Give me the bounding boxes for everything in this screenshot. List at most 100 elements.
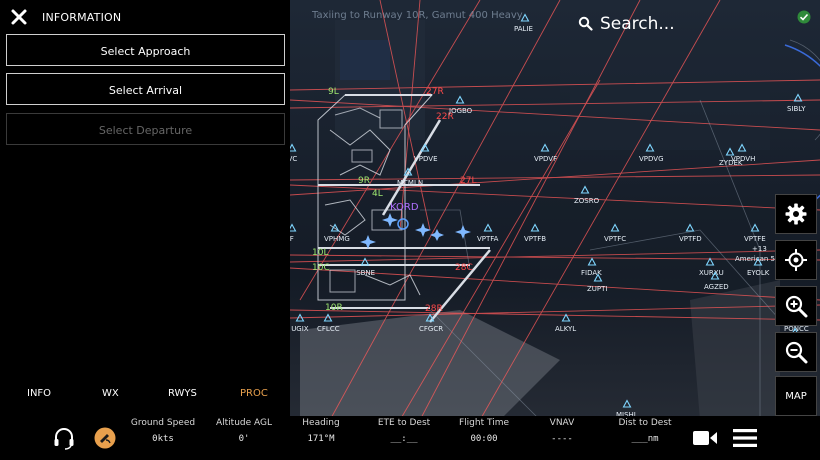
zoom-in-button[interactable]: [775, 286, 817, 326]
waypoint-icon[interactable]: [330, 223, 340, 232]
stat-value: 00:00: [470, 434, 498, 444]
menu-icon[interactable]: [733, 428, 757, 448]
waypoint-icon[interactable]: [750, 223, 760, 232]
waypoint-label: VPDVG: [639, 155, 664, 163]
stat-ete-to-dest: ETE to Dest __:__: [372, 418, 436, 444]
waypoint-icon[interactable]: [520, 13, 530, 22]
waypoint-icon[interactable]: [710, 271, 720, 280]
stat-dist-to-dest: Dist to Dest ___nm: [610, 418, 680, 444]
waypoint-icon[interactable]: [622, 399, 632, 408]
runway-label: 9R: [358, 176, 370, 186]
stat-vnav: VNAV----: [540, 418, 584, 444]
waypoint-label: PONCC: [784, 325, 809, 333]
select-arrival-button[interactable]: Select Arrival: [6, 73, 285, 105]
stat-value: 0': [238, 434, 250, 444]
runway-label: 27R: [426, 87, 444, 97]
crosshair-icon: [785, 249, 807, 271]
runway-label: 22R: [436, 112, 454, 122]
waypoint-label: VPTFE: [744, 235, 766, 243]
waypoint-icon[interactable]: [455, 95, 465, 104]
atc-icon[interactable]: [94, 427, 116, 449]
headset-icon[interactable]: [52, 426, 76, 450]
close-icon[interactable]: [10, 8, 28, 26]
waypoint-icon[interactable]: [610, 223, 620, 232]
waypoint-icon[interactable]: [737, 143, 747, 152]
aircraft-markers: [360, 213, 471, 249]
waypoint-label: ZOSRO: [574, 197, 600, 205]
tab-info[interactable]: INFO: [27, 388, 52, 399]
select-departure-button: Select Departure: [6, 113, 285, 145]
zoom-in-icon: [785, 295, 808, 318]
panel-tabs: INFO WX RWYS PROC: [0, 382, 290, 410]
waypoint-label: UGIX: [291, 325, 309, 333]
runway-label: 4L: [372, 189, 383, 199]
waypoint-icon[interactable]: [425, 313, 435, 322]
camera-icon[interactable]: [692, 428, 718, 448]
tab-proc[interactable]: PROC: [240, 388, 268, 399]
panel-header: INFORMATION: [0, 0, 290, 34]
waypoint-icon[interactable]: [561, 313, 571, 322]
waypoint-label: VC: [288, 155, 298, 163]
tab-wx[interactable]: WX: [102, 388, 119, 399]
aircraft-icon: [430, 229, 444, 241]
waypoint-label: CFLCC: [317, 325, 340, 333]
stat-value: ___nm: [631, 434, 659, 444]
waypoint-label: EYOLK: [747, 269, 770, 277]
runway-label: 27L: [460, 176, 476, 186]
waypoint-icon[interactable]: [403, 167, 413, 176]
tab-rwys[interactable]: RWYS: [168, 388, 197, 399]
search-input[interactable]: [598, 10, 767, 38]
waypoint-icon[interactable]: [295, 313, 305, 322]
stat-value: __:__: [390, 434, 418, 444]
waypoint-label: VPTFB: [524, 235, 546, 243]
recenter-button[interactable]: [775, 240, 817, 280]
waypoint-icon[interactable]: [483, 223, 493, 232]
waypoint-icon[interactable]: [593, 273, 603, 282]
waypoint-label: FIDAK: [581, 269, 602, 277]
waypoint-icon[interactable]: [725, 147, 735, 156]
waypoint-icon[interactable]: [323, 313, 333, 322]
search-icon: [578, 16, 593, 31]
waypoint-icon[interactable]: [530, 223, 540, 232]
aircraft-icon: [455, 225, 471, 239]
waypoint-icon[interactable]: [705, 257, 715, 266]
runway-label: 10C: [312, 263, 330, 273]
select-approach-button[interactable]: Select Approach: [6, 34, 285, 66]
airport-code: KORD: [390, 202, 419, 213]
stat-value: 0kts: [152, 434, 174, 444]
aircraft-icon: [382, 213, 398, 227]
traffic-alt: +13: [752, 245, 767, 253]
airport-diagram[interactable]: [317, 94, 491, 323]
stat-label: Dist to Dest: [618, 418, 672, 428]
zoom-out-button[interactable]: [775, 332, 817, 372]
waypoint-icon[interactable]: [420, 143, 430, 152]
waypoint-icon[interactable]: [793, 93, 803, 102]
waypoint-label: VPTFD: [679, 235, 702, 243]
waypoint-label: ZYDEK: [719, 159, 743, 167]
waypoint-label: VPDVH: [731, 155, 755, 163]
waypoint-icon[interactable]: [540, 143, 550, 152]
map-button-label: MAP: [785, 390, 807, 402]
map-button[interactable]: MAP: [775, 376, 817, 416]
route-lines: [289, 0, 820, 421]
stat-label: Heading: [302, 418, 340, 428]
runway-label: 28R: [425, 304, 443, 314]
waypoint-icon[interactable]: [587, 257, 597, 266]
waypoint-icon[interactable]: [580, 185, 590, 194]
waypoint-icon[interactable]: [645, 143, 655, 152]
waypoint-label: VPTFA: [477, 235, 499, 243]
waypoint-icon[interactable]: [287, 223, 297, 232]
waypoint-icon[interactable]: [360, 257, 370, 266]
waypoint-icon[interactable]: [753, 257, 763, 266]
waypoint-icon[interactable]: [287, 143, 297, 152]
waypoint-label: CFGCR: [419, 325, 443, 333]
stat-value: ----: [551, 434, 573, 444]
stat-label: Ground Speed: [130, 418, 196, 428]
waypoint-icon[interactable]: [685, 223, 695, 232]
stat-label: ETE to Dest: [377, 418, 431, 428]
settings-button[interactable]: [775, 194, 817, 234]
